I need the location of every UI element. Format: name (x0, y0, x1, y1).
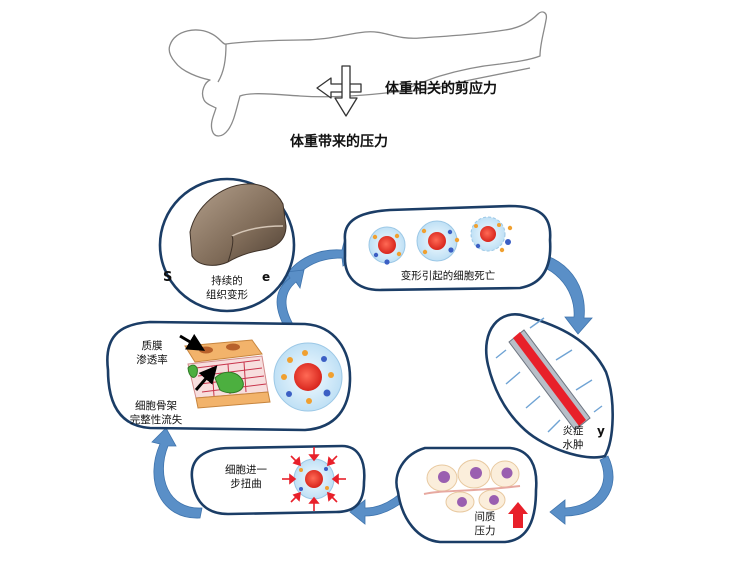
cycle-arrow-6 (276, 269, 305, 329)
compression-arrows (282, 447, 346, 511)
box-interstitial-pressure (395, 446, 538, 544)
box-membrane-cytoskeleton (106, 320, 352, 432)
box-sustained-deformation (158, 177, 296, 313)
cell-icon (470, 216, 513, 253)
cut-fragment-top-right: e (262, 270, 271, 284)
cell-death-label: 变形引起的细胞死亡 (400, 270, 496, 282)
cycle-arrow-3 (549, 455, 614, 525)
pressure-label: 体重带来的压力 (290, 134, 388, 150)
interstitial-pressure-label: 间质 压力 (474, 511, 496, 537)
cell-icon (368, 226, 406, 265)
cytoskeleton-loss-label: 细胞骨架 完整性流失 (129, 400, 183, 426)
box-cell-death (343, 204, 552, 292)
cell-icon (416, 220, 460, 262)
shear-force-label: 体重相关的剪应力 (385, 81, 497, 97)
cell-distortion-label: 细胞进一 步扭曲 (225, 464, 267, 490)
blood-vessel-icon (495, 317, 603, 433)
box-inflammatory-edema (485, 313, 614, 459)
membrane-permeability-label: 质膜 渗透率 (136, 340, 168, 366)
cell-icon (273, 342, 343, 412)
human-body-outline-icon (168, 11, 548, 137)
pressure-arrow-icon (508, 502, 528, 528)
box-cell-distortion (190, 444, 366, 516)
cut-fragment-top: S (163, 270, 173, 285)
force-cross-arrows-icon (316, 65, 362, 117)
inflammatory-edema-label: 炎症 水肿 (562, 425, 584, 451)
cut-fragment-right: y (597, 424, 605, 438)
tissue-block-icon (189, 183, 287, 266)
membrane-layer-icon (179, 333, 271, 409)
tissue-cells-cluster (423, 459, 521, 513)
sustained-deformation-label: 持续的 组织变形 (206, 275, 248, 301)
